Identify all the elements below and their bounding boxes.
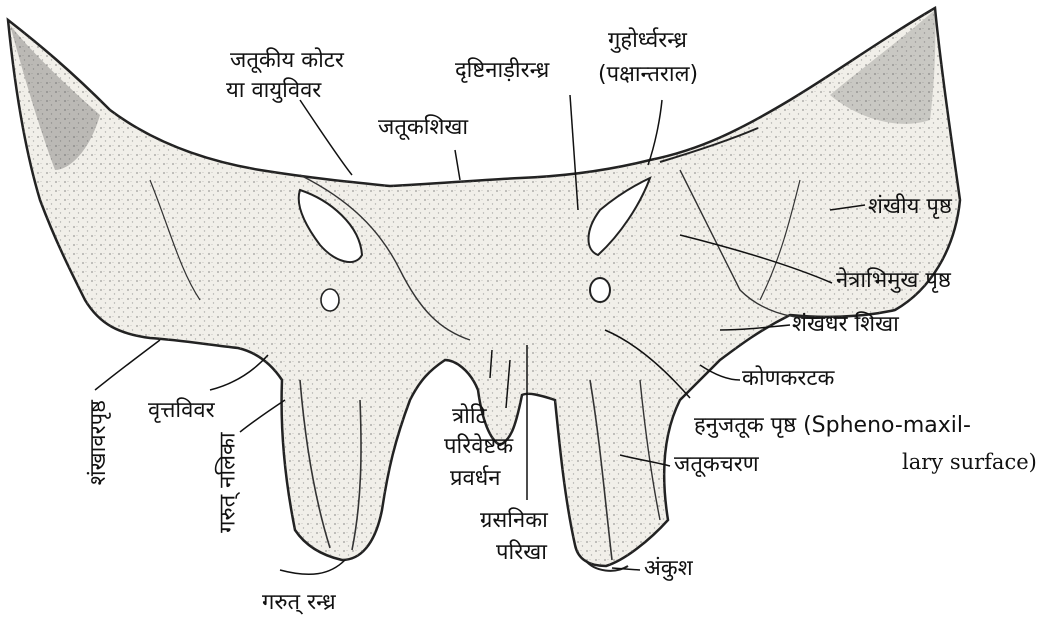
label-vaginal-process-line2: परिवेष्टक [444,434,513,459]
label-maxillary-line1: हनुजतूक पृष्ठ (Spheno-maxil- [694,413,971,438]
left-foramen [321,289,339,311]
leader-greater-wing [95,340,160,390]
label-vaginal-groove-line1: ग्रसनिका [480,508,548,533]
label-hamulus: अंकुश [644,556,693,581]
leader-rotundum [210,355,268,390]
label-crest: जतूकशिखा [378,115,468,140]
leader-fissure [648,100,662,165]
label-pterygoid-plate: जतूकचरण [674,452,759,477]
label-vaginal-process-line3: प्रवर्धन [450,466,501,491]
leader-pterygoid-canal [240,400,285,432]
label-maxillary-line2: lary surface) [902,450,1037,474]
foramen-circle [590,278,610,302]
leader-pterygoid-fossa [280,560,345,574]
label-pterygoid-fossa: गरुत् रन्ध्र [262,590,336,615]
label-vaginal-process-line1: त्रोटि [452,404,487,429]
label-fissure-line2: (पक्षान्तराल) [598,62,698,87]
label-fissure-line1: गुहोर्ध्वरन्ध्र [608,28,687,53]
label-greater-wing-surface: शंखावरपृष्ठ [86,400,111,485]
label-angular-spine: कोणकरटक [742,366,834,391]
label-pterygoid-canal: गरुत् नलिका [216,432,241,533]
label-sinus-line1: जतूकीय कोटर [230,48,344,73]
label-temporal-surface: शंखीय पृष्ठ [868,194,952,219]
label-infratemporal-crest: शंखधर शिखा [792,312,899,337]
leader-sinus [300,100,352,175]
label-orbital-surface: नेत्राभिमुख पृष्ठ [836,268,951,293]
leader-crest [455,150,460,180]
label-vaginal-groove-line2: परिखा [496,540,547,565]
label-sinus-line2: या वायुविवर [226,78,321,103]
label-optic-canal: दृष्टिनाड़ीरन्ध्र [455,58,549,83]
label-foramen-rotundum: वृत्तविवर [148,398,215,423]
